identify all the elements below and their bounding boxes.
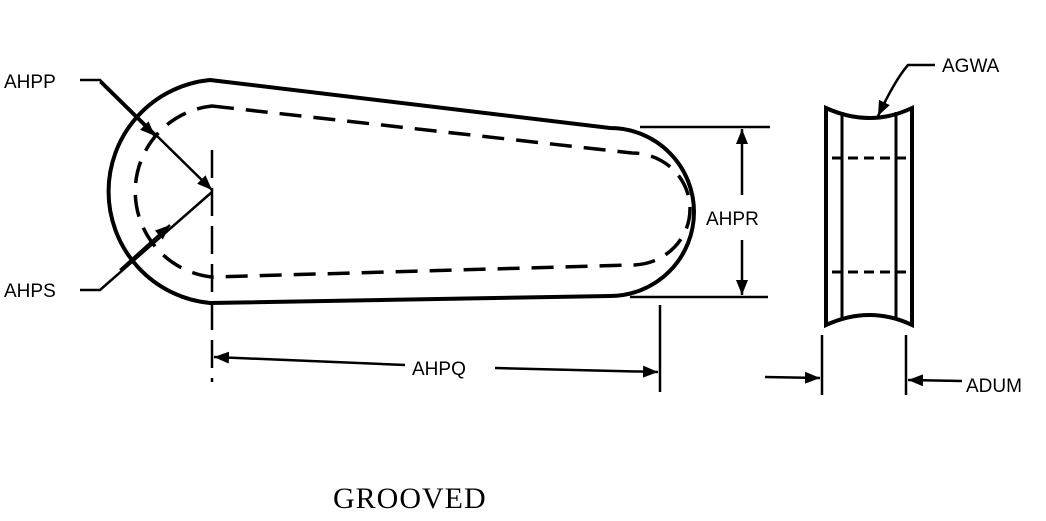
caption: GROOVED bbox=[333, 482, 487, 515]
label-ahps: AHPS bbox=[4, 281, 56, 302]
adum-arrow-left bbox=[764, 371, 821, 384]
ahpq-dim-left bbox=[213, 351, 406, 367]
label-agwa: AGWA bbox=[942, 56, 1000, 77]
label-ahpq: AHPQ bbox=[412, 359, 466, 380]
label-ahpp: AHPP bbox=[4, 72, 56, 93]
adum-arrow-right bbox=[907, 374, 963, 387]
ahpp-leader bbox=[80, 78, 213, 191]
label-ahpr: AHPR bbox=[706, 209, 759, 230]
ahpq-dim-right bbox=[494, 365, 659, 378]
link-outline bbox=[106, 77, 696, 306]
ahps-leader bbox=[80, 191, 213, 292]
groove-hidden-line bbox=[133, 104, 692, 279]
label-adum: ADUM bbox=[966, 376, 1022, 397]
side-view-outline bbox=[824, 104, 914, 329]
agwa-leader bbox=[876, 63, 935, 117]
